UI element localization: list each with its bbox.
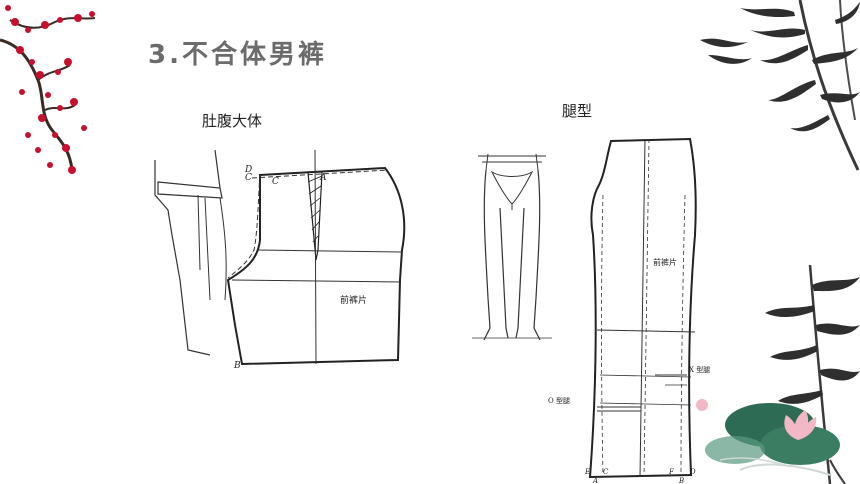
right-caption: 腿型 xyxy=(562,102,593,120)
point-label-b: B xyxy=(233,361,241,371)
hatched-dart xyxy=(307,171,323,261)
pattern-outline xyxy=(226,166,406,366)
bottom-label-a: A xyxy=(592,477,598,484)
leg-shape-pattern-diagram: 前裤片 X 型腿 O 型腿 E C A F D B xyxy=(548,137,710,484)
left-piece-label: 前裤片 xyxy=(340,294,367,306)
bottom-label-e: E xyxy=(584,468,590,476)
bamboo-lotus-decoration xyxy=(696,265,860,484)
o-leg-label: O 型腿 xyxy=(548,396,570,405)
bottom-label-f: F xyxy=(668,468,675,476)
left-caption: 肚腹大体 xyxy=(202,112,263,130)
x-leg-label: X 型腿 xyxy=(689,365,710,374)
body-silhouette xyxy=(154,160,211,356)
right-piece-label: 前裤片 xyxy=(653,257,677,267)
point-label-c-inner: C xyxy=(272,177,279,187)
point-label-a: A xyxy=(319,173,327,183)
slide-title: 3.不合体男裤 xyxy=(148,40,327,70)
point-label-c-outer: C xyxy=(245,173,252,183)
trouser-outline xyxy=(588,137,697,479)
big-belly-pattern-diagram: 前裤片 D C C A B xyxy=(154,150,406,371)
bottom-label-d: D xyxy=(689,468,696,476)
bamboo-decoration-top xyxy=(700,0,860,171)
plum-blossom-decoration xyxy=(0,5,96,174)
leg-figure-diagram xyxy=(472,153,552,341)
bottom-label-b: B xyxy=(678,477,684,484)
waistband xyxy=(157,181,223,199)
point-label-d: D xyxy=(244,165,252,175)
bottom-label-c: C xyxy=(603,468,609,476)
